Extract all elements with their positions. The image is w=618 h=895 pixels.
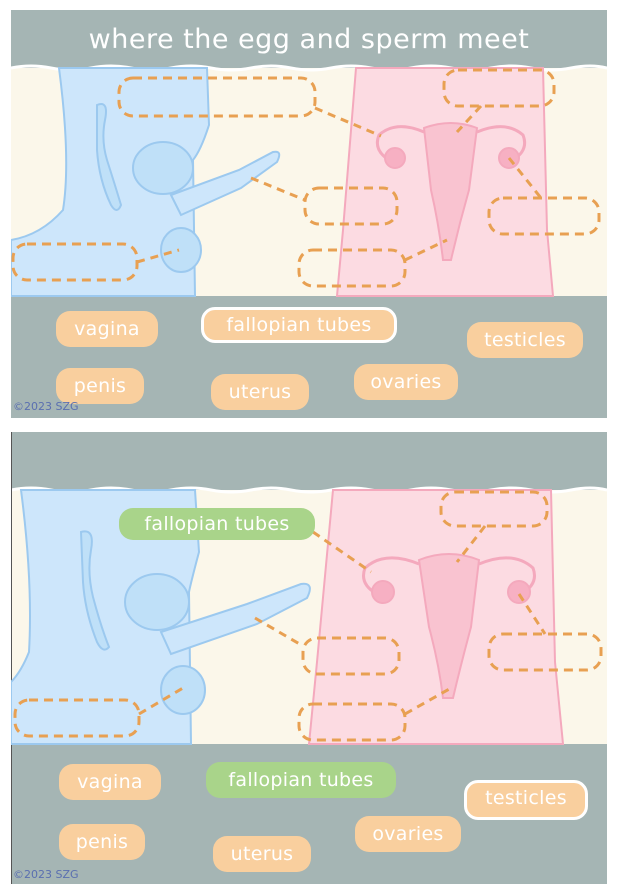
label-chip-vagina[interactable]: vagina — [59, 764, 161, 800]
label-chip-testicles[interactable]: testicles — [464, 780, 588, 820]
label-chip-penis[interactable]: penis — [56, 368, 144, 404]
male-organ — [169, 150, 281, 217]
drop-target-6[interactable] — [297, 702, 407, 742]
male-body — [11, 489, 201, 745]
copyright-text: ©2023 SZG — [13, 400, 79, 413]
drop-target-4[interactable] — [487, 196, 601, 236]
drop-target-2[interactable] — [439, 490, 549, 528]
label-chip-ovaries[interactable]: ovaries — [354, 364, 458, 400]
left-ovary — [384, 147, 406, 169]
right-ovary — [507, 580, 531, 604]
top-scene — [11, 10, 607, 418]
male-spine — [79, 530, 111, 651]
bottom-panel: fallopian tubes vagina fallopian tubes t… — [11, 432, 607, 884]
drop-target-1[interactable] — [117, 76, 317, 118]
male-spine — [96, 103, 123, 211]
bottom-scene — [11, 432, 607, 884]
top-panel: where the egg and sperm meet vagina fall… — [11, 10, 607, 418]
left-tube — [375, 125, 425, 162]
male-organ — [159, 582, 311, 656]
label-chip-vagina[interactable]: vagina — [56, 311, 158, 347]
drop-target-3[interactable] — [303, 186, 399, 226]
drop-target-4[interactable] — [487, 632, 603, 672]
label-chip-uterus[interactable]: uterus — [211, 374, 309, 410]
label-chip-fallopian-tubes-correct[interactable]: fallopian tubes — [206, 762, 396, 798]
drop-target-2[interactable] — [442, 68, 556, 108]
uterus-shape — [417, 553, 481, 699]
label-chip-testicles[interactable]: testicles — [467, 322, 583, 358]
drop-target-6[interactable] — [297, 248, 407, 288]
right-tube — [476, 125, 527, 162]
male-gonad — [160, 665, 206, 715]
left-ovary — [371, 580, 395, 604]
uterus-shape — [422, 122, 479, 261]
top-connectors — [136, 104, 543, 264]
bottom-wavy-edge — [11, 486, 607, 494]
drop-target-5[interactable] — [13, 698, 141, 738]
male-gonad — [160, 227, 202, 273]
bladder — [132, 141, 194, 195]
copyright-text: ©2023 SZG — [13, 868, 79, 881]
drop-target-3[interactable] — [301, 636, 401, 676]
label-chip-ovaries[interactable]: ovaries — [355, 816, 461, 852]
label-chip-uterus[interactable]: uterus — [213, 836, 311, 872]
page-title: where the egg and sperm meet — [88, 24, 530, 55]
placed-label-fallopian-tubes[interactable]: fallopian tubes — [119, 508, 315, 540]
label-chip-penis[interactable]: penis — [59, 824, 145, 860]
bottom-connectors — [138, 525, 547, 716]
bladder — [124, 573, 190, 631]
label-chip-fallopian-tubes[interactable]: fallopian tubes — [201, 307, 397, 343]
top-wavy-edge — [11, 64, 607, 72]
